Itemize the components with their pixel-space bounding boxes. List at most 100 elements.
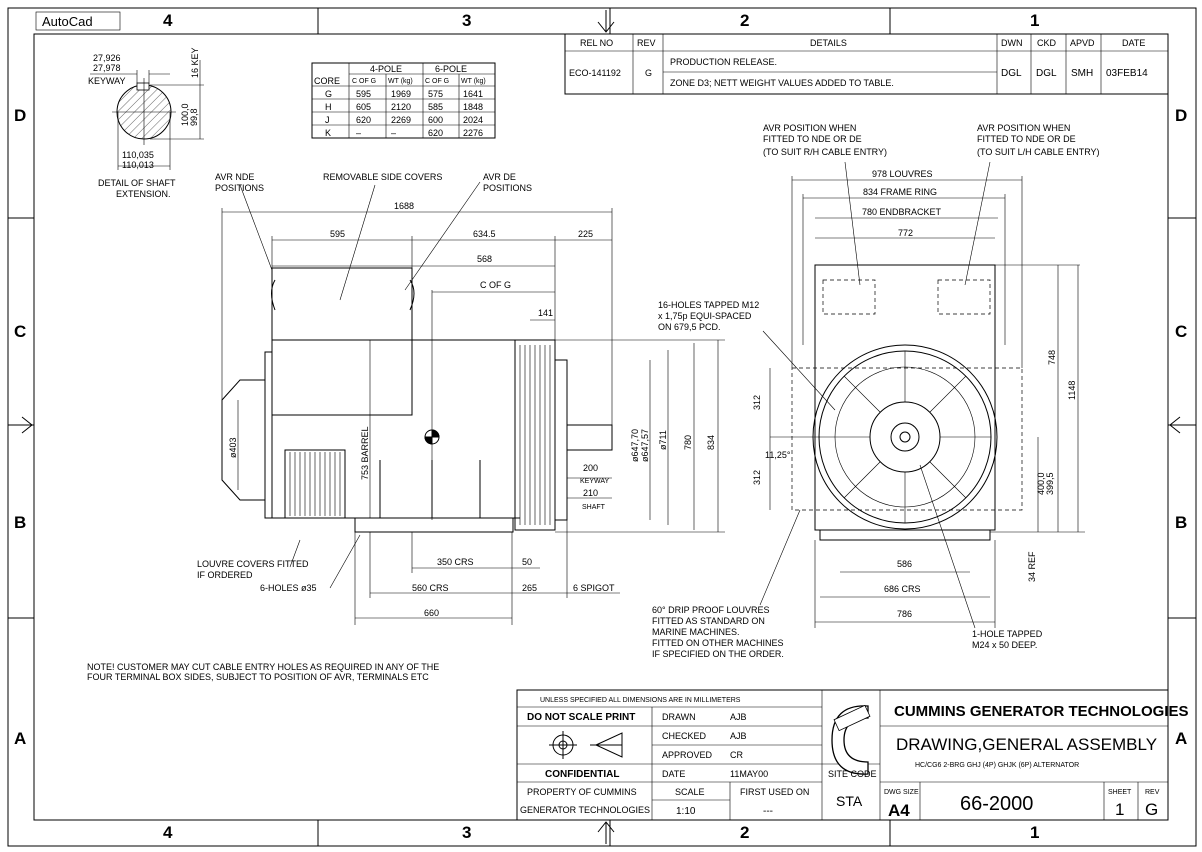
drawn-label: DRAWN <box>662 712 696 722</box>
weight-table-cell: 2120 <box>391 102 411 112</box>
scale-value: 1:10 <box>676 806 696 817</box>
rev-ckd: DGL <box>1036 68 1057 79</box>
side-view <box>221 267 613 533</box>
rev-detail-2: ZONE D3; NETT WEIGHT VALUES ADDED TO TAB… <box>670 78 894 88</box>
dim-399-5: 399,5 <box>1045 472 1055 495</box>
dim-780: 780 <box>683 435 693 450</box>
zone-col-2: 2 <box>740 11 749 30</box>
zone-row-b: B <box>14 513 26 532</box>
autocad-tag <box>35 11 121 31</box>
customer-note-2: FOUR TERMINAL BOX SIDES, SUBJECT TO POSI… <box>87 672 429 682</box>
holes-label: 6-HOLES ø35 <box>260 583 317 593</box>
drip-louvres-3: MARINE MACHINES. <box>652 627 740 637</box>
tapped-holes-1: 16-HOLES TAPPED M12 <box>658 300 759 310</box>
barrel-label: 753 BARREL <box>360 426 370 480</box>
drawing-subtitle: HC/CG6 2-BRG GHJ (4P) GHJK (6P) ALTERNAT… <box>915 762 1079 769</box>
avr-de-label-2: POSITIONS <box>483 183 532 193</box>
hole-tapped-2: M24 x 50 DEEP. <box>972 640 1037 650</box>
shaft-detail: 27,926 27,978 KEYWAY 16 KEY 100,0 99,8 1… <box>88 47 204 199</box>
avr-nde-label-1: AVR NDE <box>215 172 254 182</box>
dim-1148: 1148 <box>1067 381 1077 400</box>
rev-rel-no: ECO-141192 <box>569 68 621 78</box>
weight-table-cell: 1641 <box>463 89 483 99</box>
dim-772: 772 <box>898 228 913 238</box>
side-view-labels: AVR NDE POSITIONS REMOVABLE SIDE COVERS … <box>197 172 716 618</box>
col-header-core: CORE <box>314 76 340 86</box>
col-header-cofg-6p: C OF G <box>425 78 449 85</box>
rev-header-rel-no: REL NO <box>580 38 613 48</box>
dim-786: 786 <box>897 609 912 619</box>
dim-834-frame-ring: 834 FRAME RING <box>863 187 937 197</box>
weight-table-cell: H <box>325 102 332 112</box>
bore-dim-a: 110,035 <box>122 150 154 160</box>
rev-header-details: DETAILS <box>810 38 847 48</box>
weight-table-cell: K <box>325 128 331 138</box>
rev-rev: G <box>645 68 652 78</box>
customer-note-1: NOTE! CUSTOMER MAY CUT CABLE ENTRY HOLES… <box>87 662 439 672</box>
rev-header-ckd: CKD <box>1037 38 1057 48</box>
weight-table-cell: 620 <box>356 115 371 125</box>
louvre-covers-1: LOUVRE COVERS FITTED <box>197 559 309 569</box>
hole-tapped-1: 1-HOLE TAPPED <box>972 629 1043 639</box>
site-code-value: STA <box>836 793 863 809</box>
col-header-wt-6p: WT (kg) <box>461 78 486 85</box>
drawn-value: AJB <box>730 712 747 722</box>
keyway-label: KEYWAY <box>88 76 126 86</box>
dim-34-ref: 34 REF <box>1027 551 1037 582</box>
weight-table-cell: 575 <box>428 89 443 99</box>
approved-label: APPROVED <box>662 750 713 760</box>
shaft-dia-b: 99,8 <box>189 108 199 126</box>
dim-711: ø711 <box>658 430 668 450</box>
tapped-holes-2: x 1,75p EQUI-SPACED <box>658 311 752 321</box>
dim-350-crs: 350 CRS <box>437 557 474 567</box>
col-header-wt-4p: WT (kg) <box>388 78 413 85</box>
sheet-value: 1 <box>1115 800 1124 819</box>
dim-834: 834 <box>706 435 716 450</box>
autocad-tag-text: AutoCad <box>42 14 93 29</box>
weight-table-cell: – <box>356 128 361 138</box>
dim-1688: 1688 <box>394 201 414 211</box>
rev-header-dwn: DWN <box>1001 38 1023 48</box>
checked-value: AJB <box>730 731 747 741</box>
weight-table-cell: – <box>391 128 396 138</box>
zone-row-a-right: A <box>1175 729 1187 748</box>
zone-col-4: 4 <box>163 11 173 30</box>
dim-748: 748 <box>1047 350 1057 365</box>
rev-label: REV <box>1145 789 1160 796</box>
shaft-caption-1: DETAIL OF SHAFT <box>98 178 176 188</box>
dim-265: 265 <box>522 583 537 593</box>
site-code-label: SITE CODE <box>828 769 877 779</box>
weight-table: 4-POLE 6-POLE CORE C OF G WT (kg) C OF G… <box>311 62 496 139</box>
dim-50: 50 <box>522 557 532 567</box>
weight-table-cell: J <box>325 115 330 125</box>
zone-col-1: 1 <box>1030 11 1039 30</box>
shaft-caption-2: EXTENSION. <box>116 189 171 199</box>
weight-table-cell: 1848 <box>463 102 483 112</box>
bore-dim-b: 110,013 <box>122 160 154 170</box>
approved-value: CR <box>730 750 743 760</box>
rev-dwn: DGL <box>1001 68 1022 79</box>
louvre-covers-2: IF ORDERED <box>197 570 253 580</box>
col-header-cofg-4p: C OF G <box>352 78 376 85</box>
weight-table-cell: 600 <box>428 115 443 125</box>
sheet-label: SHEET <box>1108 789 1132 796</box>
cofg-label: C OF G <box>480 280 511 290</box>
zone-col-2-bottom: 2 <box>740 823 749 842</box>
weight-table-cell: 605 <box>356 102 371 112</box>
date-label: DATE <box>662 769 685 779</box>
rev-header-date: DATE <box>1122 38 1145 48</box>
weight-table-cell: 595 <box>356 89 371 99</box>
shaft-dia-a: 100,0 <box>180 103 190 126</box>
weight-table-cell: G <box>325 89 332 99</box>
checked-label: CHECKED <box>662 731 707 741</box>
revision-block: REL NO REV DETAILS DWN CKD APVD DATE ECO… <box>564 33 1169 95</box>
scale-label: SCALE <box>675 787 705 797</box>
drip-louvres-2: FITTED AS STANDARD ON <box>652 616 765 626</box>
dim-141: 141 <box>538 308 553 318</box>
dim-647-70: ø647,70 <box>630 429 640 462</box>
avr-nde-label-2: POSITIONS <box>215 183 264 193</box>
dwg-size-label: DWG SIZE <box>884 789 919 796</box>
dim-647-57: ø647,57 <box>640 429 650 462</box>
dim-200: 200 <box>583 463 598 473</box>
